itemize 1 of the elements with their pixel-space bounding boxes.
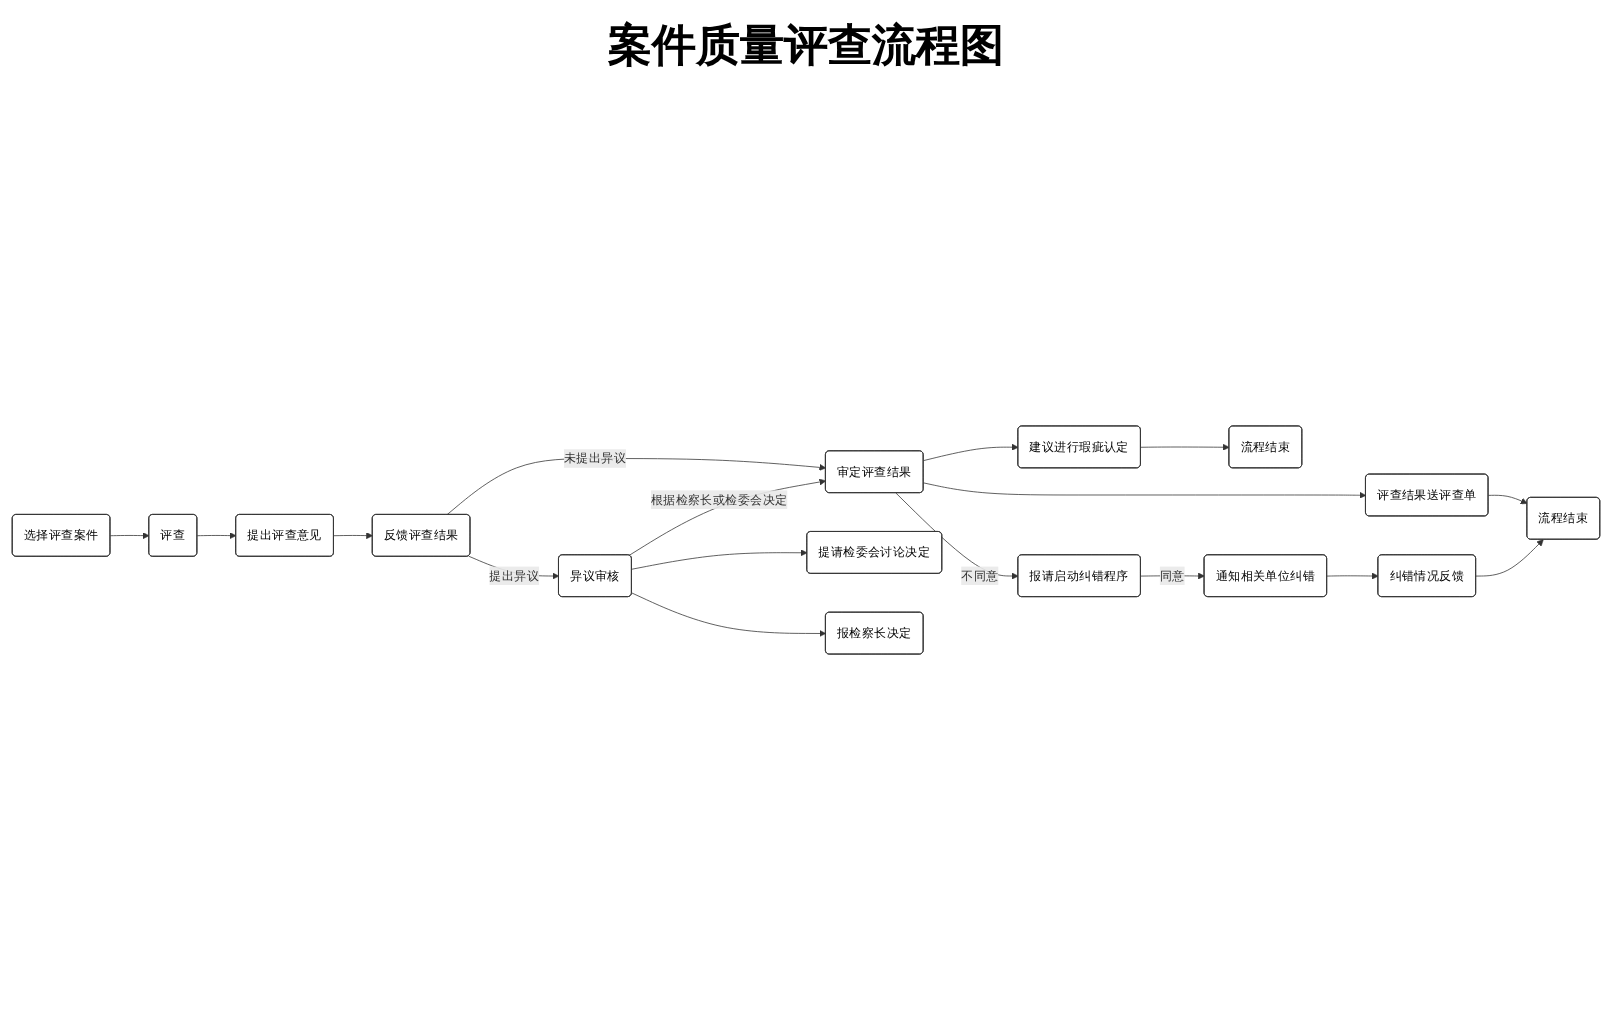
diagram-title: 案件质量评查流程图 bbox=[606, 19, 1006, 76]
